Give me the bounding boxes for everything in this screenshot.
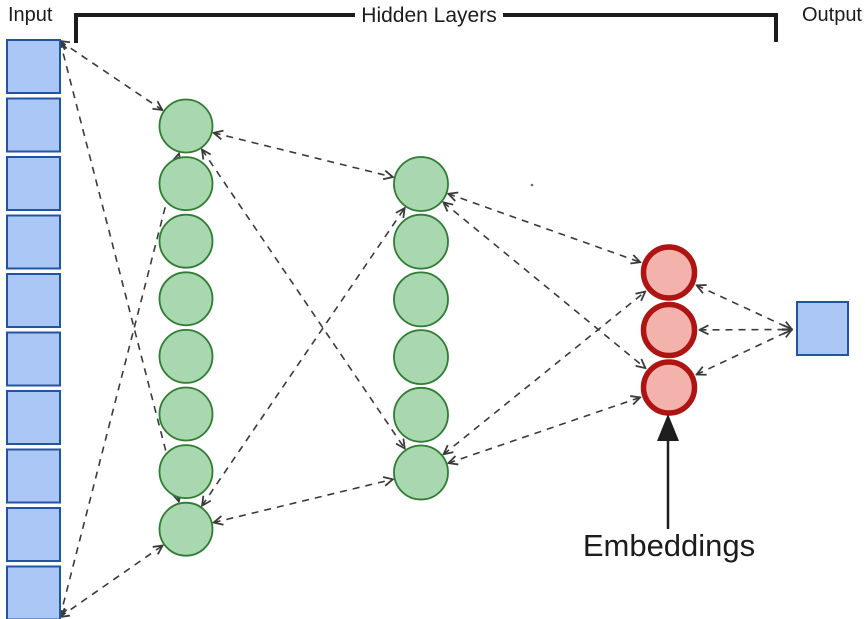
connector-line: [202, 208, 405, 506]
connector-line: [214, 479, 393, 522]
hidden-neuron: [393, 271, 449, 328]
connector-line: [697, 330, 792, 375]
hidden-neuron: [158, 213, 214, 269]
hidden-layers-bracket: [74, 13, 778, 43]
input-square: [6, 331, 61, 387]
connector-line: [448, 397, 640, 463]
hidden-neuron: [393, 329, 449, 386]
input-square: [6, 273, 61, 328]
stray-dot: [530, 183, 534, 187]
input-square: [6, 390, 61, 445]
hidden-neuron: [158, 156, 214, 212]
input-label: Input: [8, 4, 53, 26]
hidden-neuron: [158, 501, 214, 557]
hidden-neuron: [158, 444, 214, 500]
hidden-neuron: [393, 444, 449, 501]
connector-line: [60, 154, 179, 617]
hidden-neuron: [158, 328, 214, 384]
input-square: [6, 214, 61, 270]
input-square: [6, 97, 61, 153]
embedding-neuron: [640, 301, 698, 359]
input-square: [6, 565, 61, 619]
hidden-neuron: [393, 213, 449, 270]
connector-line: [443, 202, 645, 368]
connector-line: [60, 41, 162, 110]
network-nodes-group: [6, 39, 849, 619]
connector-line: [202, 150, 405, 449]
hidden-neuron: [158, 98, 214, 154]
input-square: [6, 507, 61, 562]
connector-line: [60, 545, 163, 617]
embeddings-arrow: [657, 414, 679, 529]
embedding-neuron: [640, 359, 698, 416]
hidden-neuron: [393, 386, 449, 443]
connector-line: [214, 133, 393, 177]
embeddings-label: Embeddings: [583, 528, 755, 563]
input-square: [6, 156, 61, 211]
connector-lines-group: [60, 41, 792, 617]
input-square: [6, 448, 61, 504]
hidden-neuron: [158, 271, 214, 327]
connector-line: [444, 292, 646, 455]
output-square: [796, 301, 849, 356]
output-label: Output: [802, 4, 862, 26]
input-square: [6, 39, 61, 94]
embedding-neuron: [640, 244, 698, 301]
connector-line: [697, 285, 792, 329]
hidden-layers-label: Hidden Layers: [361, 4, 496, 27]
hidden-neuron: [393, 156, 449, 212]
connector-line: [448, 194, 640, 263]
hidden-neuron: [158, 386, 214, 442]
